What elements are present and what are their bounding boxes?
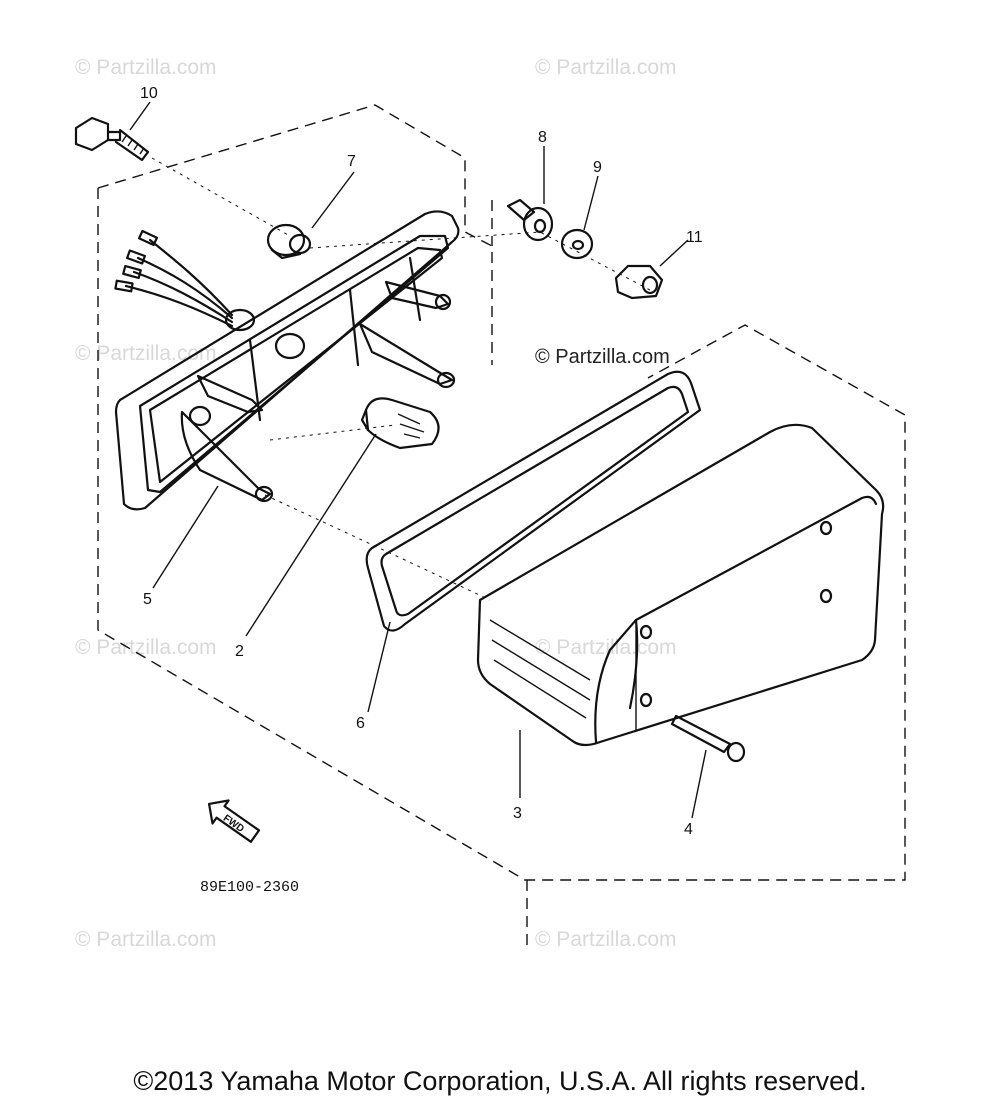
diagram-code: 89E100-2360 [200,879,299,896]
watermark-group: © Partzilla.com © Partzilla.com © Partzi… [75,56,677,951]
fwd-label: FWD [221,813,246,835]
callout-2: 2 [235,643,244,660]
exploded-parts-diagram: © Partzilla.com © Partzilla.com © Partzi… [74,56,906,951]
watermark-center: © Partzilla.com [535,346,670,368]
lamp-housing-part-5 [114,210,460,511]
fwd-arrow: FWD [207,799,261,843]
assembly-outline [97,104,906,945]
callout-4: 4 [684,821,693,838]
watermark-top-center: © Partzilla.com [535,56,677,79]
wiring-harness [114,229,256,332]
gasket-part-6 [365,370,702,632]
watermark-bottom-left: © Partzilla.com [75,928,217,951]
grommet-part-7 [266,223,312,260]
screw-part-4 [670,714,746,763]
collar-part-8 [506,198,554,242]
washer-part-9 [560,228,594,260]
callout-leaders [129,101,707,819]
bulb-part-2 [360,397,440,450]
watermark-mid-left-lower: © Partzilla.com [75,636,217,659]
callout-7: 7 [347,153,356,170]
callout-10: 10 [140,85,158,102]
callout-6: 6 [356,715,365,732]
callout-labels: 10 7 8 9 11 5 2 6 3 4 [140,85,703,838]
nut-part-11 [614,264,664,300]
watermark-bottom-center: © Partzilla.com [535,928,677,951]
callout-8: 8 [538,129,547,146]
watermark-mid-left: © Partzilla.com [75,342,217,365]
callout-11: 11 [686,229,703,246]
bolt-part-10 [74,116,150,162]
callout-9: 9 [593,159,602,176]
watermark-mid-center-lower: © Partzilla.com [535,636,677,659]
copyright-notice: ©2013 Yamaha Motor Corporation, U.S.A. A… [133,1066,867,1096]
callout-5: 5 [143,591,152,608]
watermark-top-left: © Partzilla.com [75,56,217,79]
lens-part-3 [476,423,885,747]
callout-3: 3 [513,805,522,822]
assembly-guide-lines [151,157,651,601]
